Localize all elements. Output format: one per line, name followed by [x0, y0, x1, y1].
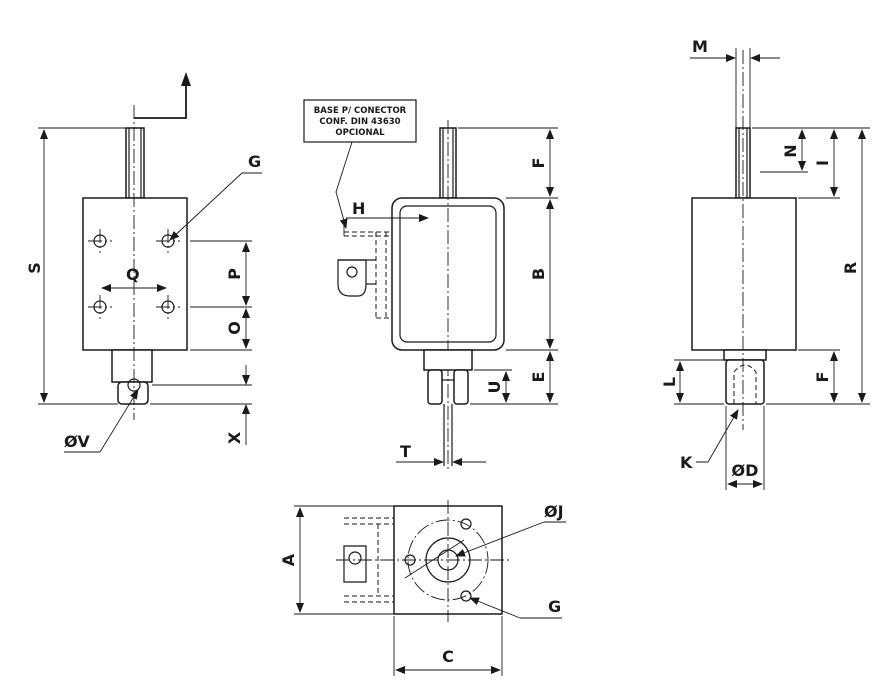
right-bottom-stub [725, 359, 765, 405]
front-bottom-tip [117, 381, 149, 405]
dim-label-f-right: F [813, 372, 832, 383]
note-line-1: BASE P/ CONECTOR [314, 106, 407, 116]
front-bottom-stub [111, 349, 153, 383]
dim-label-p: P [225, 268, 244, 280]
note-line-2: CONF. DIN 43630 [319, 117, 400, 127]
dim-label-q: Q [126, 265, 140, 284]
front-mounting-holes [88, 229, 180, 319]
right-body [691, 197, 797, 351]
right-bottom-flange [723, 349, 767, 361]
dim-label-o: O [225, 321, 244, 335]
section-arrow [134, 84, 187, 119]
dim-label-e: E [529, 372, 548, 383]
right-view: M N I R F L K ØD [660, 37, 870, 490]
dim-label-c: C [442, 647, 454, 666]
dim-label-l: L [660, 377, 679, 387]
dim-label-t: T [400, 442, 411, 461]
dim-label-j: ØJ [544, 502, 564, 521]
dim-label-b: B [529, 268, 548, 280]
dim-label-s: S [25, 262, 44, 274]
bottom-boss [425, 537, 471, 583]
dim-label-n: N [781, 144, 800, 157]
dim-label-u: U [485, 381, 504, 394]
note-box [303, 99, 417, 143]
connector-lug [337, 259, 367, 297]
side-view: BASE P/ CONECTOR CONF. DIN 43630 OPCIONA… [303, 99, 558, 470]
dim-label-i: I [813, 160, 832, 166]
dim-label-r: R [841, 262, 860, 274]
note-line-3: OPCIONAL [335, 128, 385, 138]
front-view: S G Q P O X ØV [25, 72, 262, 453]
dim-label-f-side: F [529, 158, 548, 169]
side-bottom-stub [423, 349, 473, 371]
bottom-connector-lug [343, 545, 367, 583]
dim-label-x: X [225, 431, 244, 444]
dim-label-m: M [692, 37, 708, 56]
dim-label-a: A [279, 553, 298, 566]
bottom-view: A ØJ G C [279, 500, 566, 676]
front-body [82, 197, 188, 351]
dim-label-g-front: G [248, 152, 261, 171]
dim-label-d: ØD [732, 461, 759, 480]
dim-label-v: ØV [64, 432, 90, 451]
dim-label-h: H [352, 199, 365, 218]
dim-label-k: K [680, 453, 693, 472]
dim-label-g-bottom: G [548, 597, 561, 616]
